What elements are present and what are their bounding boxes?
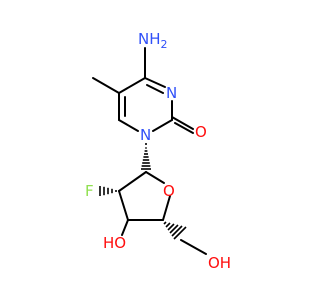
bond-n3-c4-inner: [146, 84, 164, 94]
molecule-structure: NH2 N N O F O HO OH: [0, 0, 300, 300]
hashed-wedge-bond-c4prime-c5prime: [163, 221, 187, 240]
ring-oxygen-label: O: [163, 182, 175, 200]
ring-nitrogen-1-label: N: [140, 126, 151, 144]
bond-c5prime-oh: [180, 239, 207, 255]
amino-subscript: 2: [161, 38, 168, 51]
bond-c2-carbonyl-inner: [174, 122, 194, 134]
bond-c5-methyl: [92, 77, 120, 94]
ring-nitrogen-3-label: N: [166, 84, 177, 102]
amino-group-label: NH2: [138, 30, 168, 51]
bond-c2prime-c1prime: [118, 171, 147, 192]
bond-c3prime-c2prime: [118, 190, 129, 221]
bond-c6-n1: [118, 119, 139, 132]
bond-c1prime-o4prime: [145, 171, 165, 184]
background: [0, 0, 300, 300]
hydroxyl-3-label: HO: [103, 234, 126, 252]
hydroxyl-5-label: OH: [208, 254, 231, 272]
bond-o4prime-c4prime: [162, 195, 171, 221]
hashed-wedge-bond-n1-c1prime: [141, 143, 151, 170]
bond-c4-c5: [118, 77, 146, 94]
bond-c2-carbonyl: [171, 116, 194, 130]
fluorine-label: F: [85, 182, 94, 200]
hashed-wedge-bond-c2prime-f: [99, 186, 117, 196]
bond-n3-c4: [144, 77, 166, 88]
molecule-diagram: NH2 N N O F O HO OH: [0, 0, 300, 300]
carbonyl-oxygen-label: O: [195, 123, 207, 141]
bond-c3prime-ho: [121, 219, 129, 236]
bond-n1-c2: [152, 119, 173, 132]
